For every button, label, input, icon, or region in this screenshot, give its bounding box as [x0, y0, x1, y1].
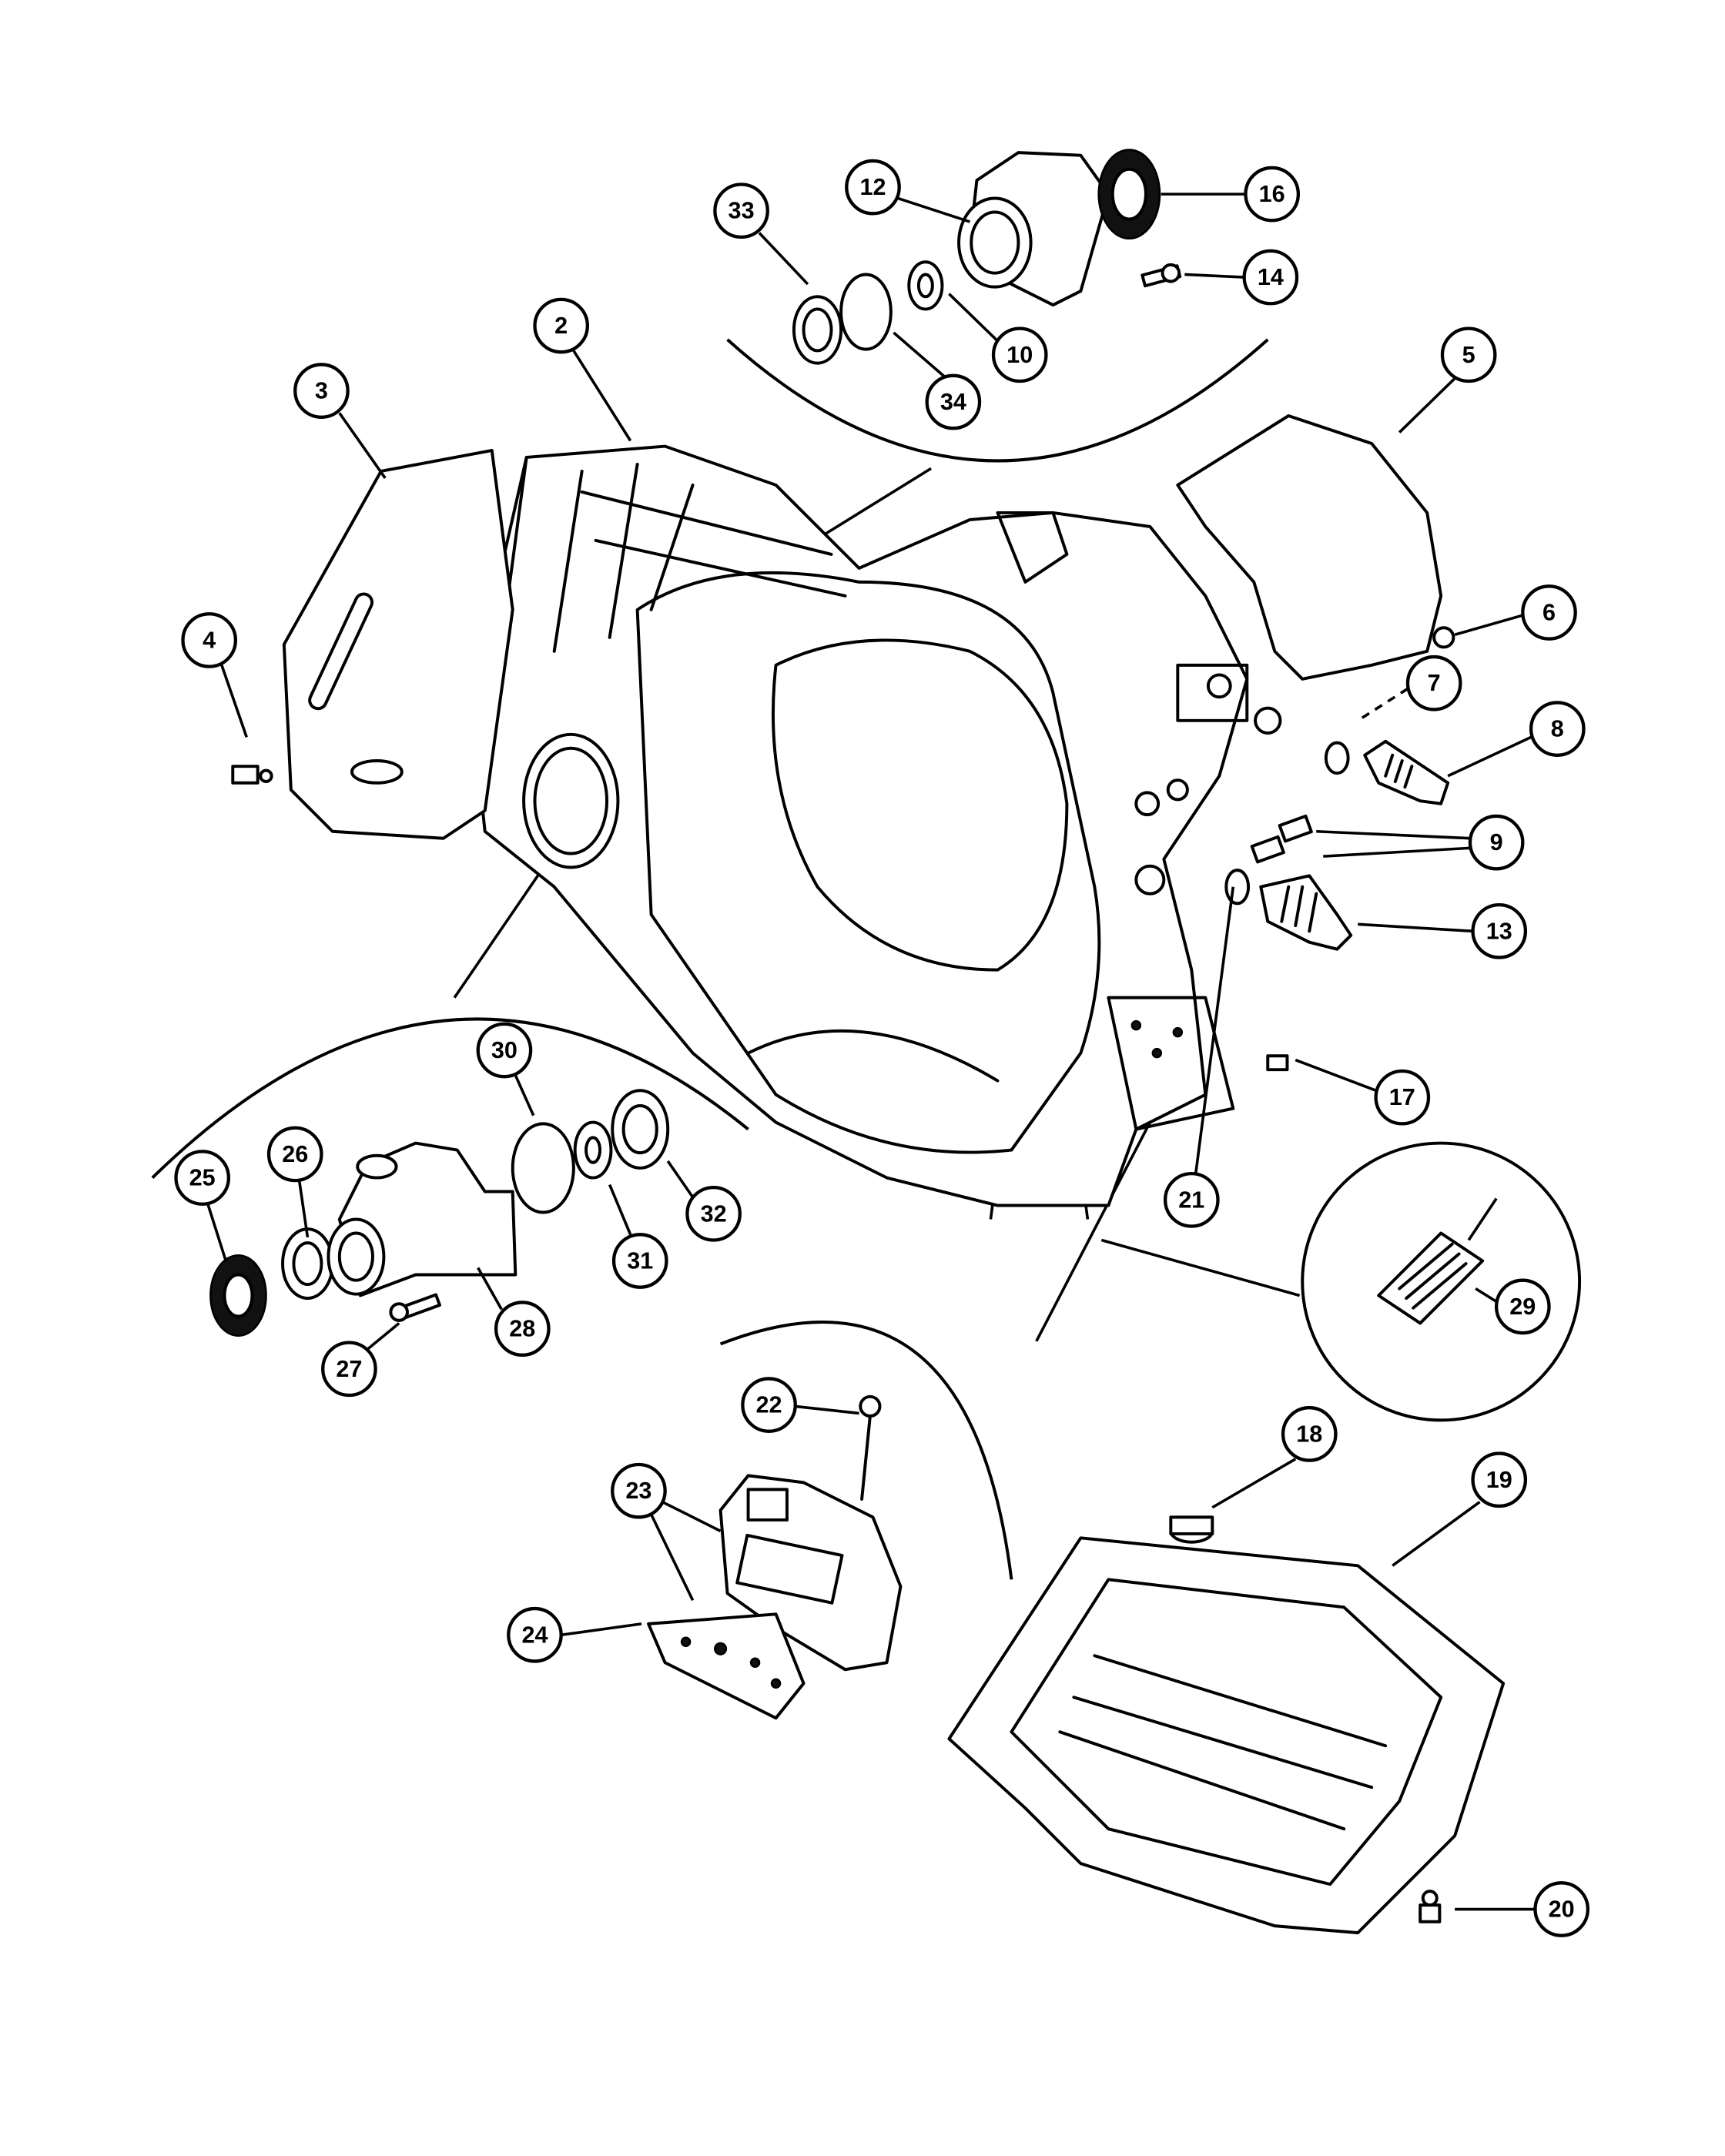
callout-5: 5	[1440, 326, 1497, 383]
callout-30: 30	[476, 1022, 533, 1079]
callout-label: 6	[1542, 599, 1556, 625]
callout-32: 32	[685, 1185, 742, 1242]
seal-16	[1097, 149, 1161, 240]
seal-32	[611, 1089, 670, 1170]
callout-29: 29	[1494, 1278, 1551, 1335]
group-arc-left	[151, 1017, 749, 1179]
callout-22: 22	[741, 1377, 797, 1433]
side-cover-3	[282, 448, 514, 840]
callout-label: 19	[1486, 1467, 1512, 1493]
callout-12: 12	[845, 159, 901, 216]
callout-8: 8	[1529, 701, 1586, 757]
callout-33: 33	[713, 182, 769, 239]
callout-label: 9	[1490, 829, 1503, 855]
bearing-26	[281, 1227, 334, 1301]
callout-28: 28	[494, 1301, 551, 1357]
plug-4	[231, 765, 273, 785]
sensors-9	[1250, 814, 1313, 864]
callout-19: 19	[1471, 1451, 1528, 1508]
detail-circle-29	[1301, 1141, 1582, 1422]
callout-label: 21	[1178, 1187, 1204, 1213]
callout-label: 24	[521, 1622, 548, 1648]
sensor-13	[1224, 869, 1353, 951]
callout-label: 17	[1389, 1084, 1415, 1110]
filter-29	[1377, 1197, 1498, 1325]
drain-plug-20	[1419, 1890, 1442, 1923]
callout-24: 24	[507, 1606, 563, 1663]
callout-31: 31	[611, 1233, 668, 1289]
sensor-8	[1363, 739, 1450, 805]
seal-33	[792, 295, 843, 365]
o-ring-34	[839, 273, 893, 351]
callout-18: 18	[1281, 1406, 1338, 1462]
callout-label: 8	[1551, 716, 1564, 742]
callout-7: 7	[1405, 654, 1462, 711]
callout-label: 10	[1007, 342, 1033, 368]
callout-label: 29	[1509, 1294, 1536, 1320]
group-arc-bottom	[719, 1321, 1013, 1580]
callout-23: 23	[611, 1462, 667, 1519]
bolt-14	[1141, 263, 1182, 288]
washer-10	[907, 260, 944, 311]
callout-label: 22	[756, 1392, 782, 1418]
callout-label: 12	[859, 174, 886, 200]
callout-label: 18	[1296, 1421, 1322, 1447]
callout-25: 25	[174, 1150, 231, 1206]
callout-label: 7	[1428, 670, 1441, 696]
callout-34: 34	[925, 373, 982, 430]
o-ring-30	[511, 1122, 575, 1214]
group-arc-top	[726, 338, 1269, 463]
callout-label: 34	[940, 389, 966, 415]
callout-10: 10	[991, 326, 1048, 383]
callout-label: 32	[701, 1200, 727, 1227]
transmission-case	[469, 444, 1282, 1207]
callout-label: 30	[491, 1037, 518, 1063]
callout-label: 27	[336, 1356, 362, 1382]
callout-13: 13	[1471, 902, 1528, 959]
callout-3: 3	[293, 363, 350, 419]
callout-9: 9	[1468, 814, 1525, 871]
callout-label: 14	[1258, 264, 1284, 290]
callout-label: 26	[282, 1141, 308, 1167]
callout-20: 20	[1533, 1881, 1590, 1937]
callout-label: 25	[189, 1165, 216, 1191]
callout-4: 4	[181, 612, 238, 668]
gasket-5	[1176, 414, 1443, 681]
rear-housing-12	[957, 151, 1110, 307]
callout-label: 3	[315, 378, 328, 404]
bolt-22	[859, 1394, 882, 1501]
callout-17: 17	[1374, 1069, 1431, 1126]
callout-27: 27	[321, 1341, 377, 1398]
callout-16: 16	[1244, 166, 1301, 223]
housing-28	[327, 1141, 518, 1297]
bolt-17	[1266, 1054, 1289, 1072]
callout-label: 4	[203, 627, 216, 653]
seal-25	[209, 1254, 267, 1337]
callout-14: 14	[1242, 249, 1299, 306]
callout-label: 20	[1549, 1897, 1575, 1923]
callout-label: 5	[1462, 342, 1475, 368]
leader-lines	[206, 192, 1536, 1911]
callout-label: 33	[729, 198, 755, 224]
plug-6	[1432, 626, 1455, 649]
o-ring-7	[1324, 741, 1350, 775]
callout-label: 13	[1486, 918, 1512, 944]
bolt-27	[389, 1293, 441, 1322]
valve-body-23	[718, 1474, 903, 1672]
callout-label: 2	[554, 313, 568, 339]
callout-26: 26	[266, 1126, 323, 1183]
separator-plate-24	[647, 1612, 806, 1720]
callout-6: 6	[1521, 584, 1577, 641]
washer-31	[573, 1120, 613, 1180]
callout-21: 21	[1163, 1171, 1220, 1228]
oil-pan-19	[947, 1515, 1506, 1935]
callout-2: 2	[533, 297, 590, 354]
callout-label: 31	[627, 1247, 653, 1274]
callout-label: 28	[509, 1316, 535, 1342]
callout-label: 16	[1259, 181, 1285, 207]
callout-label: 23	[625, 1478, 651, 1504]
